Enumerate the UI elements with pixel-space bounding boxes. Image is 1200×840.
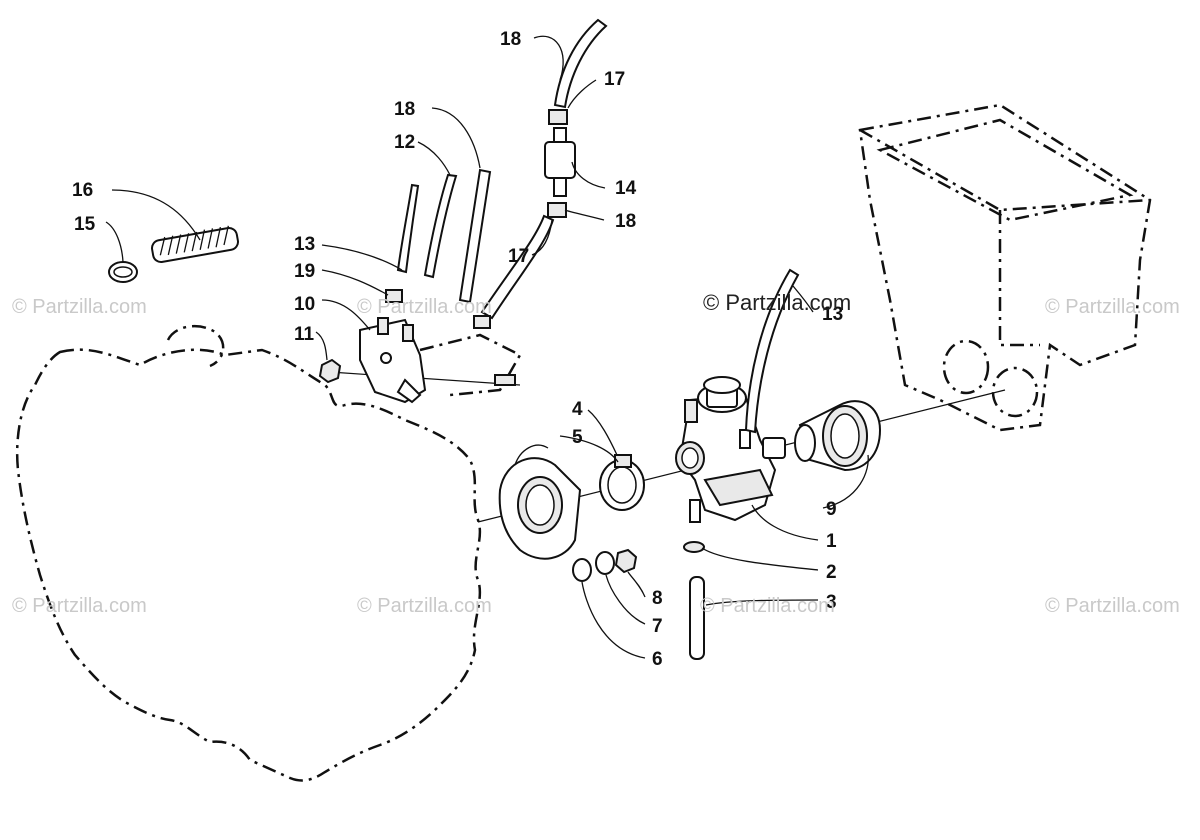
callout-14: 14 [615,178,637,199]
callout-13-left: 13 [294,234,315,255]
callout-10: 10 [294,294,315,315]
callout-15: 15 [74,214,96,235]
callout-17-top: 17 [604,69,625,90]
washer-7 [595,551,615,575]
callout-13-right: 13 [822,304,843,325]
hose-13-right [744,268,800,434]
callout-17-lower: 17 [508,246,529,267]
hose-18-lower [480,214,555,320]
callout-labels: 18 17 18 12 16 15 13 19 10 11 14 18 17 1… [72,29,843,670]
air-box [858,103,1152,432]
clamp-17-pump [473,315,491,329]
watermark: © Partzilla.com [357,595,492,617]
clamp-17-top [548,109,568,125]
callout-11: 11 [294,324,315,345]
air-boot [794,400,882,472]
intake-flange [498,457,582,560]
callout-3: 3 [826,592,837,613]
callout-2: 2 [826,562,837,583]
fuel-filter [544,127,576,197]
watermark: © Partzilla.com [12,296,147,318]
pump-bolt [494,374,516,386]
watermark: © Partzilla.com [12,595,147,617]
clamp-19 [385,289,403,303]
fuel-pump-axis [329,371,521,386]
clamp-17-lower [547,202,567,218]
engine-outline [15,348,482,782]
callout-18-mid: 18 [394,99,415,120]
callout-4: 4 [572,399,583,420]
callout-7: 7 [652,616,663,637]
hose-12 [423,173,458,279]
clamp-5 [599,454,645,511]
leader-lines [105,35,869,659]
watermark: © Partzilla.com [1045,296,1180,318]
watermark: © Partzilla.com [1045,595,1180,617]
callout-8: 8 [652,588,663,609]
clamp-2 [683,541,705,553]
washer-6 [572,558,592,582]
spring-clamp [108,261,138,283]
callout-12: 12 [394,132,415,153]
drain-tube-3 [689,576,705,660]
nut-11 [318,358,342,384]
callout-18-top: 18 [500,29,521,50]
hose-18-left [458,168,492,304]
spring [151,225,239,264]
watermark-prominent: © Partzilla.com [703,290,852,315]
watermark: © Partzilla.com [357,296,492,318]
callout-6: 6 [652,649,663,670]
callout-18-right: 18 [615,211,636,232]
callout-9: 9 [826,499,837,520]
callout-5: 5 [572,427,583,448]
watermark: © Partzilla.com [700,595,835,617]
nut-8 [614,548,638,574]
hose-18-top [553,18,608,109]
callout-19: 19 [294,261,315,282]
hose-13-left [396,183,420,274]
callout-1: 1 [826,531,837,552]
callout-16: 16 [72,180,93,201]
fuel-pump [359,317,522,404]
carburetor [675,376,786,523]
engine-boss [166,324,225,368]
